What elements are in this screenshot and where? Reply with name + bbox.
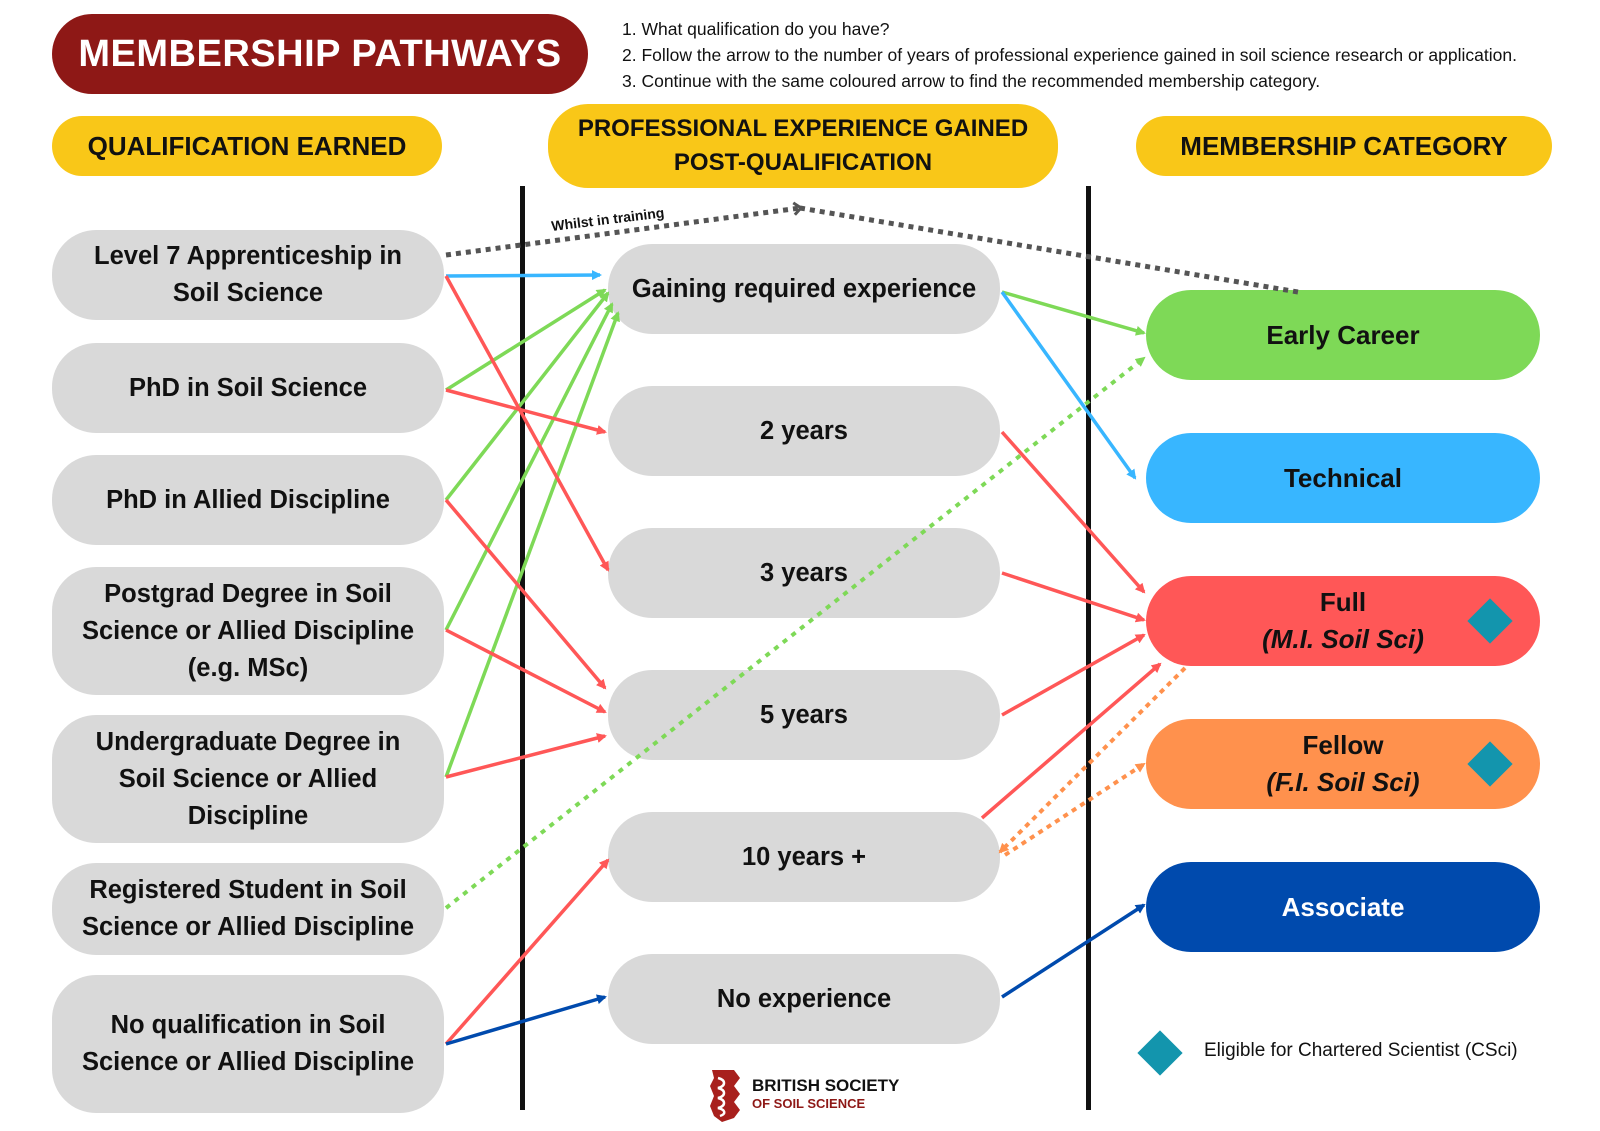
header-experience: PROFESSIONAL EXPERIENCE GAINED POST-QUAL… [548, 104, 1058, 188]
category-name: Associate [1281, 891, 1405, 922]
category-name: Fellow [1302, 730, 1384, 760]
qualification-line: Science or Allied Discipline [81, 1048, 415, 1076]
qualification-undergraduate-degree[interactable]: Undergraduate Degree in Soil Science or A… [52, 715, 444, 843]
column-divider-right [1086, 186, 1091, 1110]
category-name: Technical [1283, 462, 1402, 493]
arrow-green [444, 302, 614, 631]
qualification-line: PhD in Soil Science [128, 373, 368, 402]
header-membership: MEMBERSHIP CATEGORY [1136, 116, 1552, 176]
category-technical[interactable]: Technical [1146, 433, 1540, 523]
bsss-logo-text: BRITISH SOCIETY OF SOIL SCIENCE [752, 1077, 899, 1113]
arrow-red [445, 628, 607, 714]
qualification-line: Soil Science [172, 279, 324, 307]
arrow-red [445, 733, 607, 779]
header-qualification: QUALIFICATION EARNED [52, 116, 442, 176]
qualification-line: (e.g. MSc) [187, 653, 309, 682]
page-title: MEMBERSHIP PATHWAYS [52, 14, 588, 94]
qualification-phd-soil-science[interactable]: PhD in Soil Science [52, 343, 444, 433]
arrow-green [445, 288, 607, 392]
experience-none[interactable]: No experience [608, 954, 1000, 1044]
arrow-navy [445, 994, 607, 1046]
arrow-navy-to-associate [1001, 903, 1146, 999]
arrow-blue [445, 270, 602, 281]
arrow-orange-dotted [1003, 762, 1146, 857]
category-postnominal: (M.I. Soil Sci) [1262, 624, 1424, 654]
category-fellow[interactable]: Fellow (F.I. Soil Sci) [1146, 719, 1540, 809]
qualification-line: No qualification in Soil [110, 1011, 386, 1039]
experience-5-years[interactable]: 5 years [608, 670, 1000, 760]
arrow-green [444, 311, 620, 778]
logo-line2: OF SOIL SCIENCE [752, 1096, 866, 1111]
arrow-orange-dotted [998, 666, 1187, 854]
category-name: Early Career [1266, 319, 1420, 350]
instruction-step-3: 3. Continue with the same coloured arrow… [622, 71, 1321, 91]
arrow-green [444, 291, 610, 502]
qualification-line: Science or Allied Discipline [81, 913, 415, 941]
instruction-step-1: 1. What qualification do you have? [622, 19, 890, 39]
instruction-step-2: 2. Follow the arrow to the number of yea… [622, 45, 1517, 65]
qualification-line: Science or Allied Discipline [81, 616, 415, 645]
qualification-line: Undergraduate Degree in [95, 727, 401, 756]
qualification-line: PhD in Allied Discipline [106, 485, 390, 514]
bsss-logo-mark-icon [710, 1070, 740, 1122]
qualification-line: Postgrad Degree in Soil [104, 579, 392, 608]
category-full[interactable]: Full (M.I. Soil Sci) [1146, 576, 1540, 666]
arrow-red-to-full [1000, 430, 1146, 594]
arrow-red [444, 858, 610, 1046]
qualification-line: Soil Science or Allied [118, 764, 378, 793]
experience-gaining-required[interactable]: Gaining required experience [608, 244, 1000, 334]
arrow-training-path-continue [799, 205, 1299, 295]
arrow-red-to-full [1001, 571, 1146, 623]
arrow-green-dotted-student [444, 356, 1146, 910]
qualification-line: Registered Student in Soil [89, 876, 407, 904]
instructions: 1. What qualification do you have? 2. Fo… [622, 16, 1517, 94]
category-associate[interactable]: Associate [1146, 862, 1540, 952]
header-experience-line1: PROFESSIONAL EXPERIENCE GAINED [577, 115, 1029, 142]
qualification-line: Discipline [187, 801, 309, 830]
category-early-career[interactable]: Early Career [1146, 290, 1540, 380]
qualification-level7-apprenticeship[interactable]: Level 7 Apprenticeship in Soil Science [52, 230, 444, 320]
bsss-logo: BRITISH SOCIETY OF SOIL SCIENCE [704, 1066, 899, 1124]
arrow-red-to-full [1001, 633, 1146, 717]
arrow-green-to-early-career [1001, 290, 1146, 336]
arrow-red [445, 388, 607, 435]
category-name: Full [1319, 587, 1367, 617]
qualification-phd-allied[interactable]: PhD in Allied Discipline [52, 455, 444, 545]
arrow-blue-to-technical [1000, 290, 1137, 480]
experience-3-years[interactable]: 3 years [608, 528, 1000, 618]
legend-text: Eligible for Chartered Scientist (CSci) [1204, 1040, 1518, 1061]
logo-line1: BRITISH SOCIETY [752, 1076, 900, 1095]
category-postnominal: (F.I. Soil Sci) [1266, 767, 1420, 797]
experience-2-years[interactable]: 2 years [608, 386, 1000, 476]
arrow-red-to-full [980, 662, 1162, 820]
experience-10-years-plus[interactable]: 10 years + [608, 812, 1000, 902]
qualification-line: Level 7 Apprenticeship in [94, 242, 402, 270]
arrow-red [444, 498, 607, 690]
arrow-red [444, 275, 610, 572]
column-divider-left [520, 186, 525, 1110]
header-experience-line2: POST-QUALIFICATION [673, 149, 933, 176]
